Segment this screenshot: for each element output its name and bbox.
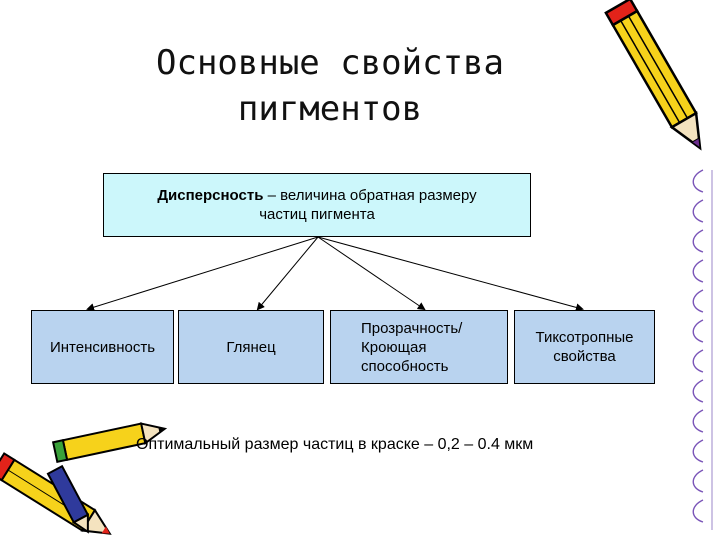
gloss-box: Глянец [178, 310, 324, 384]
pencil-icon [604, 0, 702, 151]
dispersity-definition-line-2: частиц пигмента [259, 206, 375, 223]
gloss-label: Глянец [226, 338, 276, 356]
dispersity-definition-line-1: Дисперсность – величина обратная размеру [157, 186, 476, 205]
title-line-2: пигментов [237, 89, 423, 129]
thixotropy-label-line-2: свойства [553, 348, 616, 365]
connector-1 [86, 236, 319, 312]
transparency-label-line-3: способность [361, 357, 449, 375]
transparency-label-line-1: Прозрачность/ [361, 319, 463, 337]
thixotropy-label-line-1: Тикcотропные [535, 329, 634, 346]
intensity-box: Интенсивность [31, 310, 174, 384]
page-title: Основные свойства пигментов [110, 40, 550, 132]
optimal-particle-size-note: Оптимальный размер частиц в краске – 0,2… [136, 436, 534, 453]
connector-lines [86, 236, 584, 312]
connector-2 [256, 236, 319, 311]
dispersity-term: Дисперсность [157, 187, 264, 204]
transparency-box: Прозрачность/ Кроющая способность [330, 310, 508, 384]
dispersity-box: Дисперсность – величина обратная размеру… [103, 173, 531, 237]
spiral-binding-icon [692, 169, 713, 530]
thixotropy-box: Тикcотропные свойства [514, 310, 655, 384]
connector-3 [317, 236, 426, 311]
connector-4 [317, 236, 584, 312]
intensity-label: Интенсивность [49, 338, 156, 356]
dispersity-definition: – величина обратная размеру [263, 187, 477, 204]
transparency-label-line-2: Кроющая [361, 338, 427, 356]
title-line-1: Основные свойства [156, 43, 504, 83]
pencils-cluster-icon [0, 422, 168, 535]
